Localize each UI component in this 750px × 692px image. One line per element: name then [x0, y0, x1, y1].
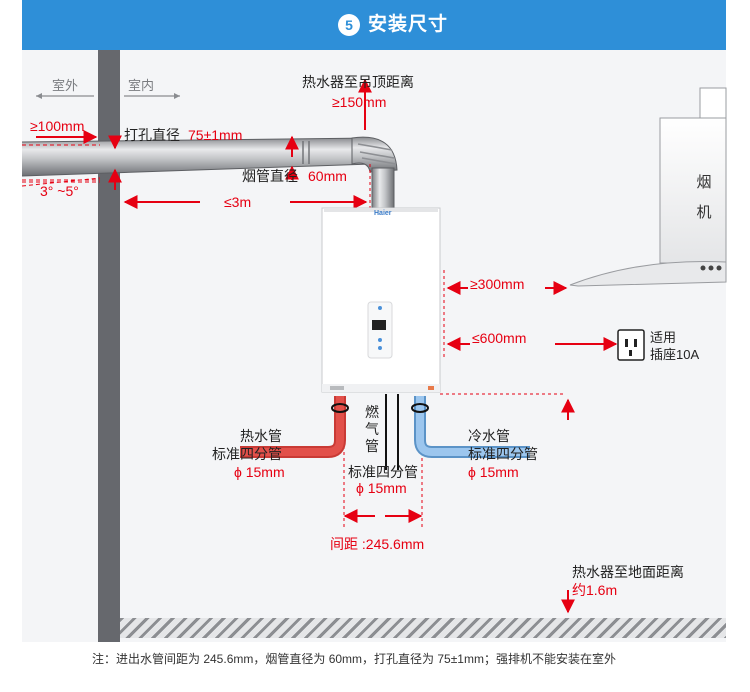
flue-diameter-label: 烟管直径: [242, 168, 298, 184]
footnote: 注：进出水管间距为 245.6mm，烟管直径为 60mm，打孔直径为 75±1m…: [92, 652, 616, 666]
indoor-label: 室内: [128, 78, 155, 93]
cold-water-pipe: [411, 396, 530, 458]
cold-pipe-size: ϕ 15mm: [468, 464, 519, 480]
cold-pipe-label: 冷水管: [468, 428, 510, 444]
flue-diameter-value: 60mm: [308, 168, 347, 184]
gas-pipe-size: ϕ 15mm: [356, 480, 407, 496]
hot-pipe-size: ϕ 15mm: [234, 464, 285, 480]
outdoor-indoor-indicator: [36, 93, 180, 99]
wall: [98, 50, 120, 642]
step-number-badge: 5: [338, 14, 360, 36]
gas-pipe-spec: 标准四分管: [348, 464, 418, 480]
ceiling-distance-value: ≥150mm: [332, 94, 387, 110]
hood-text-char: 烟: [696, 174, 712, 191]
hole-diameter-value: 75±1mm: [188, 127, 243, 143]
hood-text-char: 机: [696, 204, 712, 221]
floor-distance-label: 热水器至地面距离: [572, 564, 684, 580]
ceiling-distance-label: 热水器至吊顶距离: [302, 74, 414, 90]
hot-water-pipe: [240, 396, 349, 458]
hood-text: 烟 机: [696, 168, 712, 228]
slope-value: 3° ~5°: [40, 183, 79, 199]
section-header: 5 安装尺寸: [22, 0, 726, 50]
hot-pipe-spec: 标准四分管: [212, 446, 282, 462]
socket-label-2: 插座10A: [650, 347, 700, 362]
dimension-arrows: [36, 78, 618, 614]
hole-diameter-label: 打孔直径: [124, 127, 180, 143]
gas-pipe-label: 燃气管: [365, 404, 379, 454]
power-socket: [617, 329, 645, 361]
floor-distance-value: 约1.6m: [572, 582, 618, 598]
range-hood: [569, 87, 727, 287]
water-heater: [321, 207, 441, 393]
hood-distance-value: ≥300mm: [470, 276, 525, 292]
outside-extension-value: ≥100mm: [30, 118, 85, 134]
horizontal-length-value: ≤3m: [224, 194, 252, 210]
socket-label-1: 适用: [650, 330, 677, 345]
outdoor-label: 室外: [52, 78, 79, 93]
hot-pipe-label: 热水管: [240, 428, 282, 444]
cold-pipe-spec: 标准四分管: [468, 446, 538, 462]
flue-pipe: [21, 136, 398, 213]
gas-pipe: [385, 394, 399, 470]
socket-distance-value: ≤600mm: [472, 330, 527, 346]
heater-brand-logo: Haier: [374, 210, 392, 217]
pipe-spacing-value: 间距 :245.6mm: [330, 536, 425, 552]
section-title: 安装尺寸: [368, 14, 449, 35]
floor: [120, 618, 726, 638]
